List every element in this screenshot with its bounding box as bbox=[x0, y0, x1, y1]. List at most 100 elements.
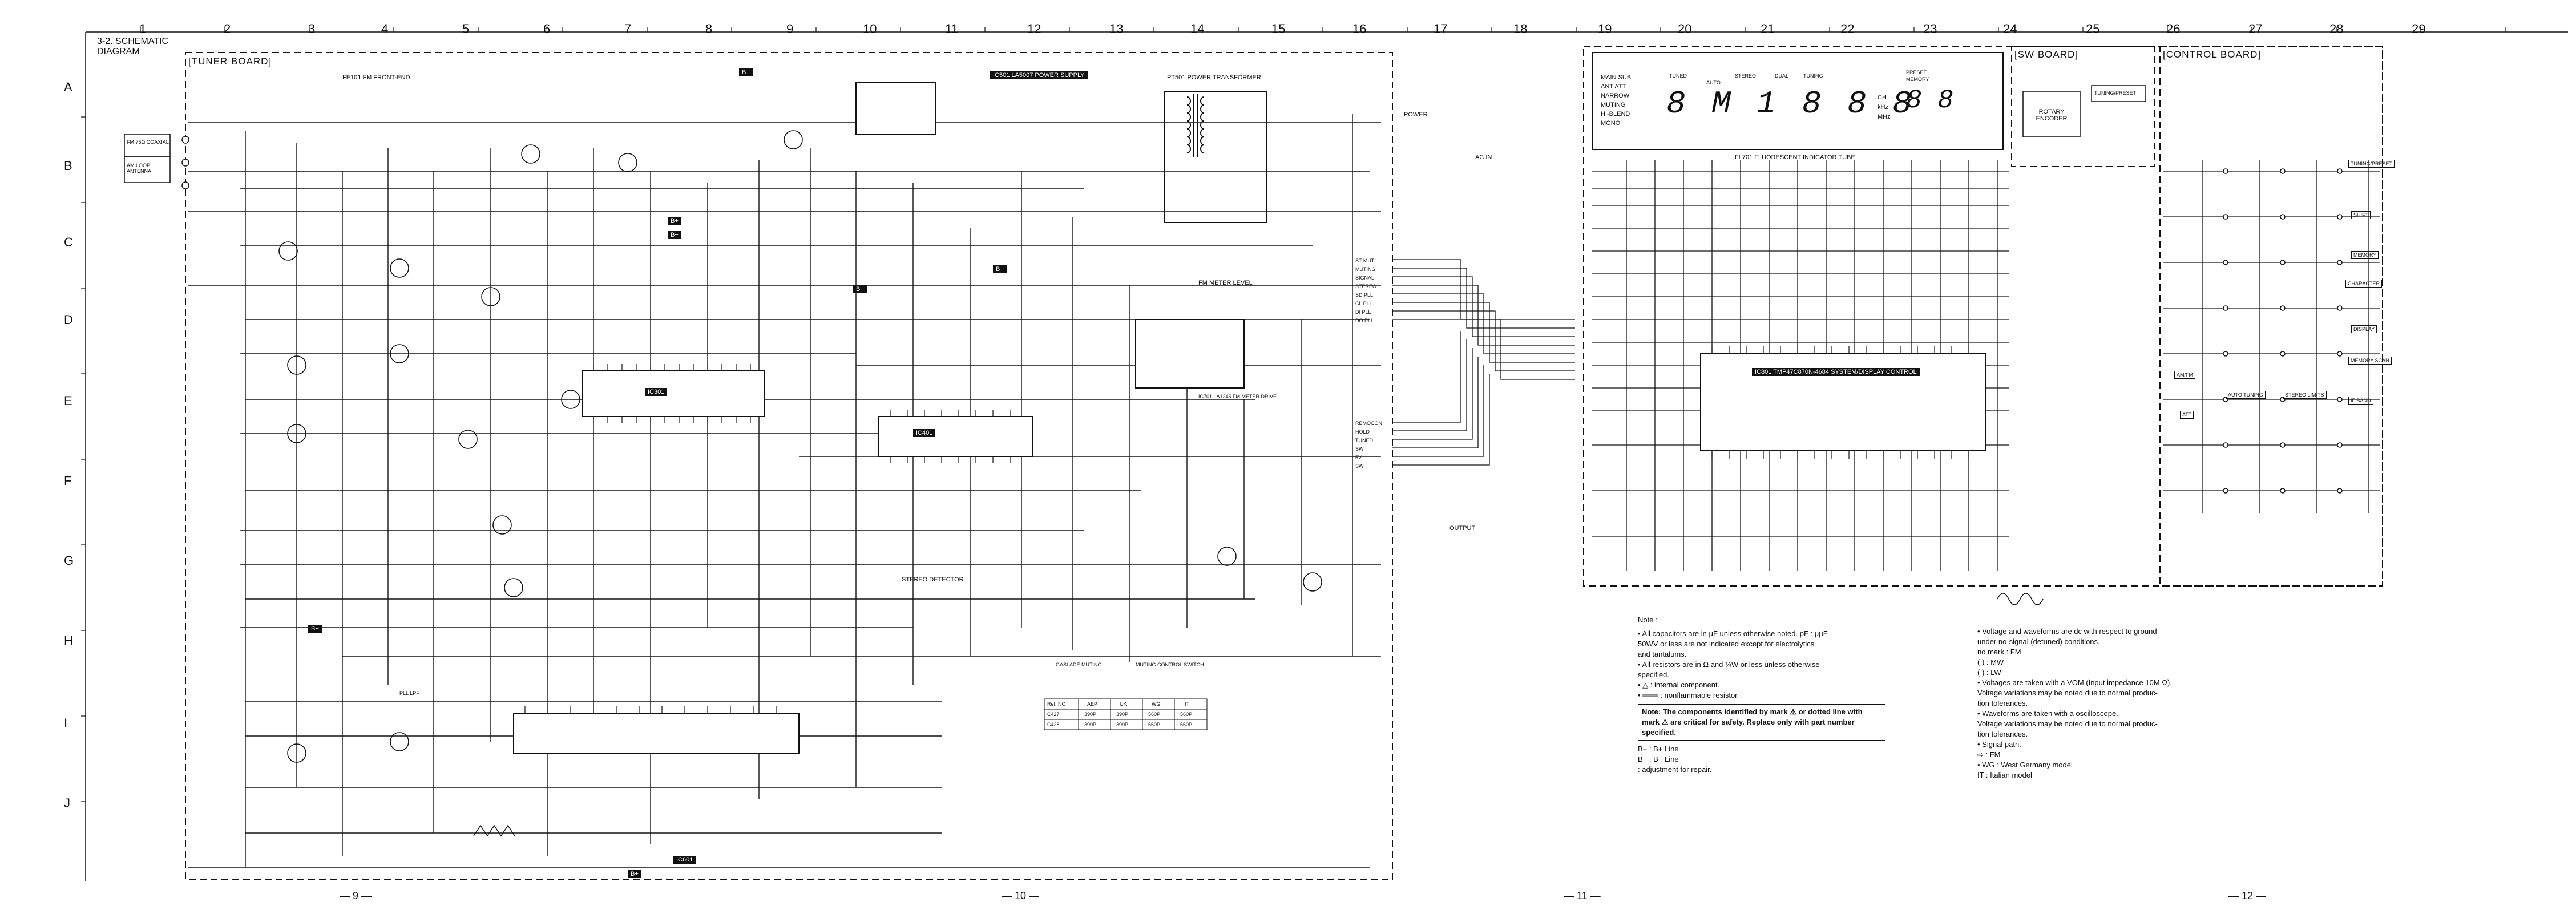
column-number: 24 bbox=[2003, 22, 2017, 36]
connector-label: DI PLL bbox=[1355, 309, 1371, 315]
connector-label: SW bbox=[1355, 463, 1364, 469]
safety-warning: Note: The components identified by mark … bbox=[1638, 704, 1885, 741]
column-number: 12 bbox=[1027, 22, 1041, 36]
b-plus-tag: B+ bbox=[993, 265, 1007, 273]
note-line: B+ : B+ Line bbox=[1638, 745, 1679, 753]
note-line: no mark : FM bbox=[1977, 648, 2021, 656]
display-top-indicator: TUNING bbox=[1803, 73, 1823, 79]
output-label: OUTPUT bbox=[1449, 525, 1476, 532]
row-letter: G bbox=[64, 553, 74, 568]
display-indicator: NARROW bbox=[1601, 92, 1630, 99]
b-plus-tag: B+ bbox=[668, 217, 681, 225]
note-line: • Waveforms are taken with a oscilloscop… bbox=[1977, 709, 2118, 718]
display-top-indicator: AUTO bbox=[1706, 80, 1721, 86]
page-number: — 10 — bbox=[1002, 890, 1040, 901]
display-indicator: MONO bbox=[1601, 120, 1621, 127]
connector-label: REMOCON bbox=[1355, 420, 1382, 426]
row-letter: I bbox=[64, 716, 68, 730]
table-cell: 390P bbox=[1084, 711, 1097, 717]
display-indicator: HI-BLEND bbox=[1601, 111, 1630, 118]
note-line: • Voltage and waveforms are dc with resp… bbox=[1977, 627, 2157, 636]
note-line: : adjustment for repair. bbox=[1638, 765, 1712, 774]
display-indicator: ANT ATT bbox=[1601, 83, 1626, 90]
ic401-label: IC401 bbox=[913, 429, 936, 437]
column-number: 17 bbox=[1434, 22, 1448, 36]
connector-label: HOLD bbox=[1355, 429, 1370, 435]
display-unit: CH bbox=[1878, 94, 1887, 101]
connector-label: SW bbox=[1355, 446, 1364, 452]
control-button-label: AM/FM bbox=[2174, 371, 2195, 379]
display-unit: kHz bbox=[1878, 104, 1888, 111]
column-number: 6 bbox=[543, 22, 551, 36]
column-number: 7 bbox=[624, 22, 632, 36]
column-number: 10 bbox=[863, 22, 877, 36]
column-number: 25 bbox=[2086, 22, 2100, 36]
ac-in-label: AC IN bbox=[1475, 154, 1492, 161]
column-number: 15 bbox=[1271, 22, 1286, 36]
column-number: 3 bbox=[308, 22, 316, 36]
column-number: 21 bbox=[1761, 22, 1775, 36]
muting-control-label: MUTING CONTROL SWITCH bbox=[1136, 662, 1204, 668]
notes-right: • Voltage and waveforms are dc with resp… bbox=[1977, 626, 2172, 780]
control-button-label: ATT bbox=[2180, 411, 2194, 419]
column-number: 5 bbox=[462, 22, 470, 36]
row-letter: F bbox=[64, 474, 72, 488]
column-number: 26 bbox=[2166, 22, 2181, 36]
fm-meter-label: FM METER LEVEL bbox=[1198, 280, 1253, 286]
b-minus-tag: B− bbox=[668, 231, 681, 239]
table-cell: 560P bbox=[1148, 722, 1161, 727]
control-button-label: SHIFT bbox=[2351, 211, 2371, 219]
page-number: — 12 — bbox=[2228, 890, 2267, 901]
note-line: under no-signal (detuned) conditions. bbox=[1977, 637, 2100, 646]
column-number: 14 bbox=[1190, 22, 1205, 36]
control-button-label: MEMORY SCAN bbox=[2348, 357, 2392, 365]
column-number: 29 bbox=[2412, 22, 2426, 36]
display-indicator: MUTING bbox=[1601, 102, 1626, 108]
stereo-detector-label: STEREO DETECTOR bbox=[902, 576, 964, 583]
table-header: WG bbox=[1152, 701, 1161, 707]
control-button-label: IF BAND bbox=[2348, 397, 2373, 405]
note-line: tion tolerances. bbox=[1977, 730, 2028, 738]
row-letter: D bbox=[64, 313, 73, 327]
column-number: 13 bbox=[1109, 22, 1124, 36]
ic601-label: IC601 bbox=[673, 856, 696, 864]
table-cell: 560P bbox=[1180, 711, 1193, 717]
notes-left: Note : • All capacitors are in μF unless… bbox=[1638, 615, 1885, 775]
rotary-encoder-label: ROTARY ENCODER bbox=[2036, 108, 2068, 122]
note-line: and tantalums. bbox=[1638, 650, 1687, 658]
note-line: IT : Italian model bbox=[1977, 771, 2032, 779]
table-header: AEP bbox=[1087, 701, 1098, 707]
note-line: • Signal path. bbox=[1977, 740, 2021, 749]
column-number: 27 bbox=[2248, 22, 2263, 36]
section-title: 3-2. SCHEMATIC DIAGRAM bbox=[97, 37, 169, 56]
note-line: tion tolerances. bbox=[1977, 699, 2028, 707]
display-unit: MHz bbox=[1878, 114, 1891, 120]
note-line: • ═══ : nonflammable resistor. bbox=[1638, 691, 1739, 699]
connector-label: TUNED bbox=[1355, 438, 1373, 443]
table-cell: 390P bbox=[1084, 722, 1097, 727]
control-button-label: TUNING/PRESET bbox=[2348, 160, 2395, 168]
ic801-label: IC801 TMP47C870N-4684 SYSTEM/DISPLAY CON… bbox=[1752, 368, 1920, 376]
control-button-label: STEREO LIMITS bbox=[2283, 391, 2327, 399]
connector-label: SD PLL bbox=[1355, 292, 1374, 298]
connector-label: ST MUT bbox=[1355, 258, 1375, 264]
gaslade-muting-label: GASLADE MUTING bbox=[1056, 662, 1102, 668]
column-number: 20 bbox=[1678, 22, 1692, 36]
note-line: ( ) : LW bbox=[1977, 668, 2001, 677]
column-number: 8 bbox=[705, 22, 713, 36]
fm-antenna-label: FM 75Ω COAXIAL bbox=[127, 139, 169, 145]
b-plus-tag: B+ bbox=[853, 285, 867, 293]
display-top-indicator: STEREO bbox=[1735, 73, 1757, 79]
control-button-label: CHARACTER bbox=[2345, 280, 2383, 288]
display-top-indicator: PRESET bbox=[1906, 70, 1927, 75]
column-number: 11 bbox=[945, 22, 958, 36]
power-label: POWER bbox=[1404, 111, 1428, 118]
column-number: 18 bbox=[1513, 22, 1528, 36]
note-line: • All resistors are in Ω and ¼W or less … bbox=[1638, 660, 1820, 669]
am-antenna-label: AM LOOP ANTENNA bbox=[127, 163, 152, 174]
display-top-indicator: MEMORY bbox=[1906, 76, 1929, 82]
note-line: 50WV or less are not indicated except fo… bbox=[1638, 640, 1815, 648]
display-top-indicator: TUNED bbox=[1669, 73, 1687, 79]
row-letter: H bbox=[64, 633, 73, 648]
